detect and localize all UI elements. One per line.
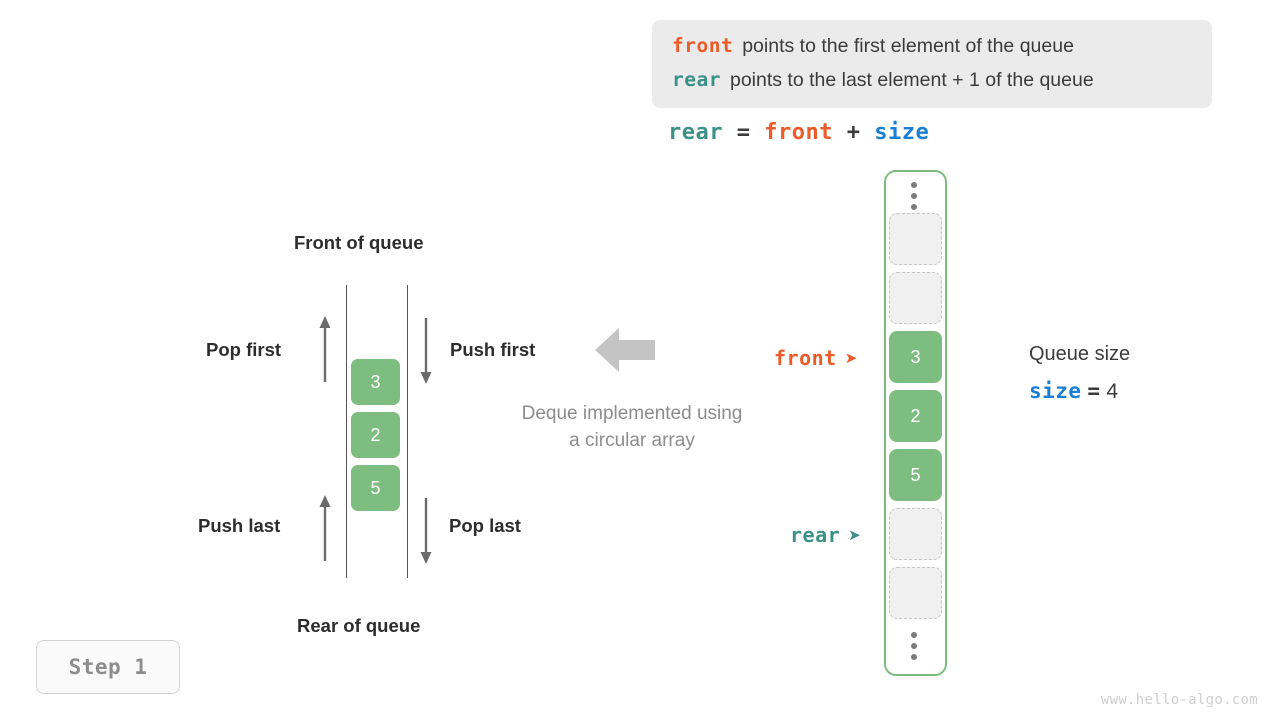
array-bottom-ellipsis-icon xyxy=(911,632,917,660)
formula-plus: + xyxy=(846,120,861,145)
legend-line-rear: rear points to the last element + 1 of th… xyxy=(672,68,1094,92)
array-cell xyxy=(889,508,942,560)
deque-guide-line-left xyxy=(346,285,347,578)
mapping-arrow-left-icon xyxy=(595,326,655,374)
array-cell: 5 xyxy=(889,449,942,501)
pointer-front-caret-icon: ➤ xyxy=(844,350,858,367)
label-front-of-queue: Front of queue xyxy=(294,232,424,253)
arrow-pop-last-down-icon xyxy=(420,498,432,564)
formula-rear: rear xyxy=(668,120,723,145)
queue-size-expression: size = 4 xyxy=(1029,379,1118,404)
pointer-rear-label: rear xyxy=(790,523,841,547)
arrow-push-first-down-icon xyxy=(420,318,432,384)
formula-front: front xyxy=(764,120,833,145)
queue-size-title: Queue size xyxy=(1029,343,1131,365)
deque-cell: 2 xyxy=(351,412,400,458)
watermark: www.hello-algo.com xyxy=(1100,692,1258,708)
legend-text-rear: points to the last element + 1 of the qu… xyxy=(729,69,1094,91)
pointer-front-label: front xyxy=(774,346,837,370)
step-badge: Step 1 xyxy=(36,640,180,694)
legend-box: front points to the first element of the … xyxy=(652,20,1212,108)
pointer-rear-caret-icon: ➤ xyxy=(848,527,861,544)
array-cell xyxy=(889,213,942,265)
legend-text-front: points to the first element of the queue xyxy=(742,35,1074,57)
caption-line-2: a circular array xyxy=(569,430,695,451)
arrow-push-last-up-icon xyxy=(319,495,331,561)
legend-keyword-front: front xyxy=(672,34,734,57)
array-cell xyxy=(889,272,942,324)
queue-size-value: 4 xyxy=(1106,380,1119,403)
array-cell xyxy=(889,567,942,619)
deque-guide-line-right xyxy=(407,285,408,578)
pointer-rear: rear ➤ xyxy=(790,523,861,547)
label-push-first: Push first xyxy=(450,339,536,360)
label-rear-of-queue: Rear of queue xyxy=(297,615,421,636)
deque-cell: 3 xyxy=(351,359,400,405)
deque-cell: 5 xyxy=(351,465,400,511)
label-push-last: Push last xyxy=(198,515,281,536)
formula-equals: = xyxy=(736,120,751,145)
formula-size: size xyxy=(874,120,930,145)
array-cell: 2 xyxy=(889,390,942,442)
diagram-caption: Deque implemented using a circular array xyxy=(487,400,777,454)
pointer-front: front ➤ xyxy=(774,346,857,370)
label-pop-first: Pop first xyxy=(206,339,282,360)
arrow-pop-first-up-icon xyxy=(319,316,331,382)
legend-line-front: front points to the first element of the … xyxy=(672,34,1074,58)
array-cell: 3 xyxy=(889,331,942,383)
formula-rear-equals-front-plus-size: rear = front + size xyxy=(668,120,929,145)
caption-line-1: Deque implemented using xyxy=(521,403,743,424)
legend-keyword-rear: rear xyxy=(672,68,721,91)
array-top-ellipsis-icon xyxy=(911,182,917,210)
queue-size-var: size xyxy=(1029,379,1082,403)
queue-size-equals: = xyxy=(1087,379,1101,403)
label-pop-last: Pop last xyxy=(449,515,521,536)
